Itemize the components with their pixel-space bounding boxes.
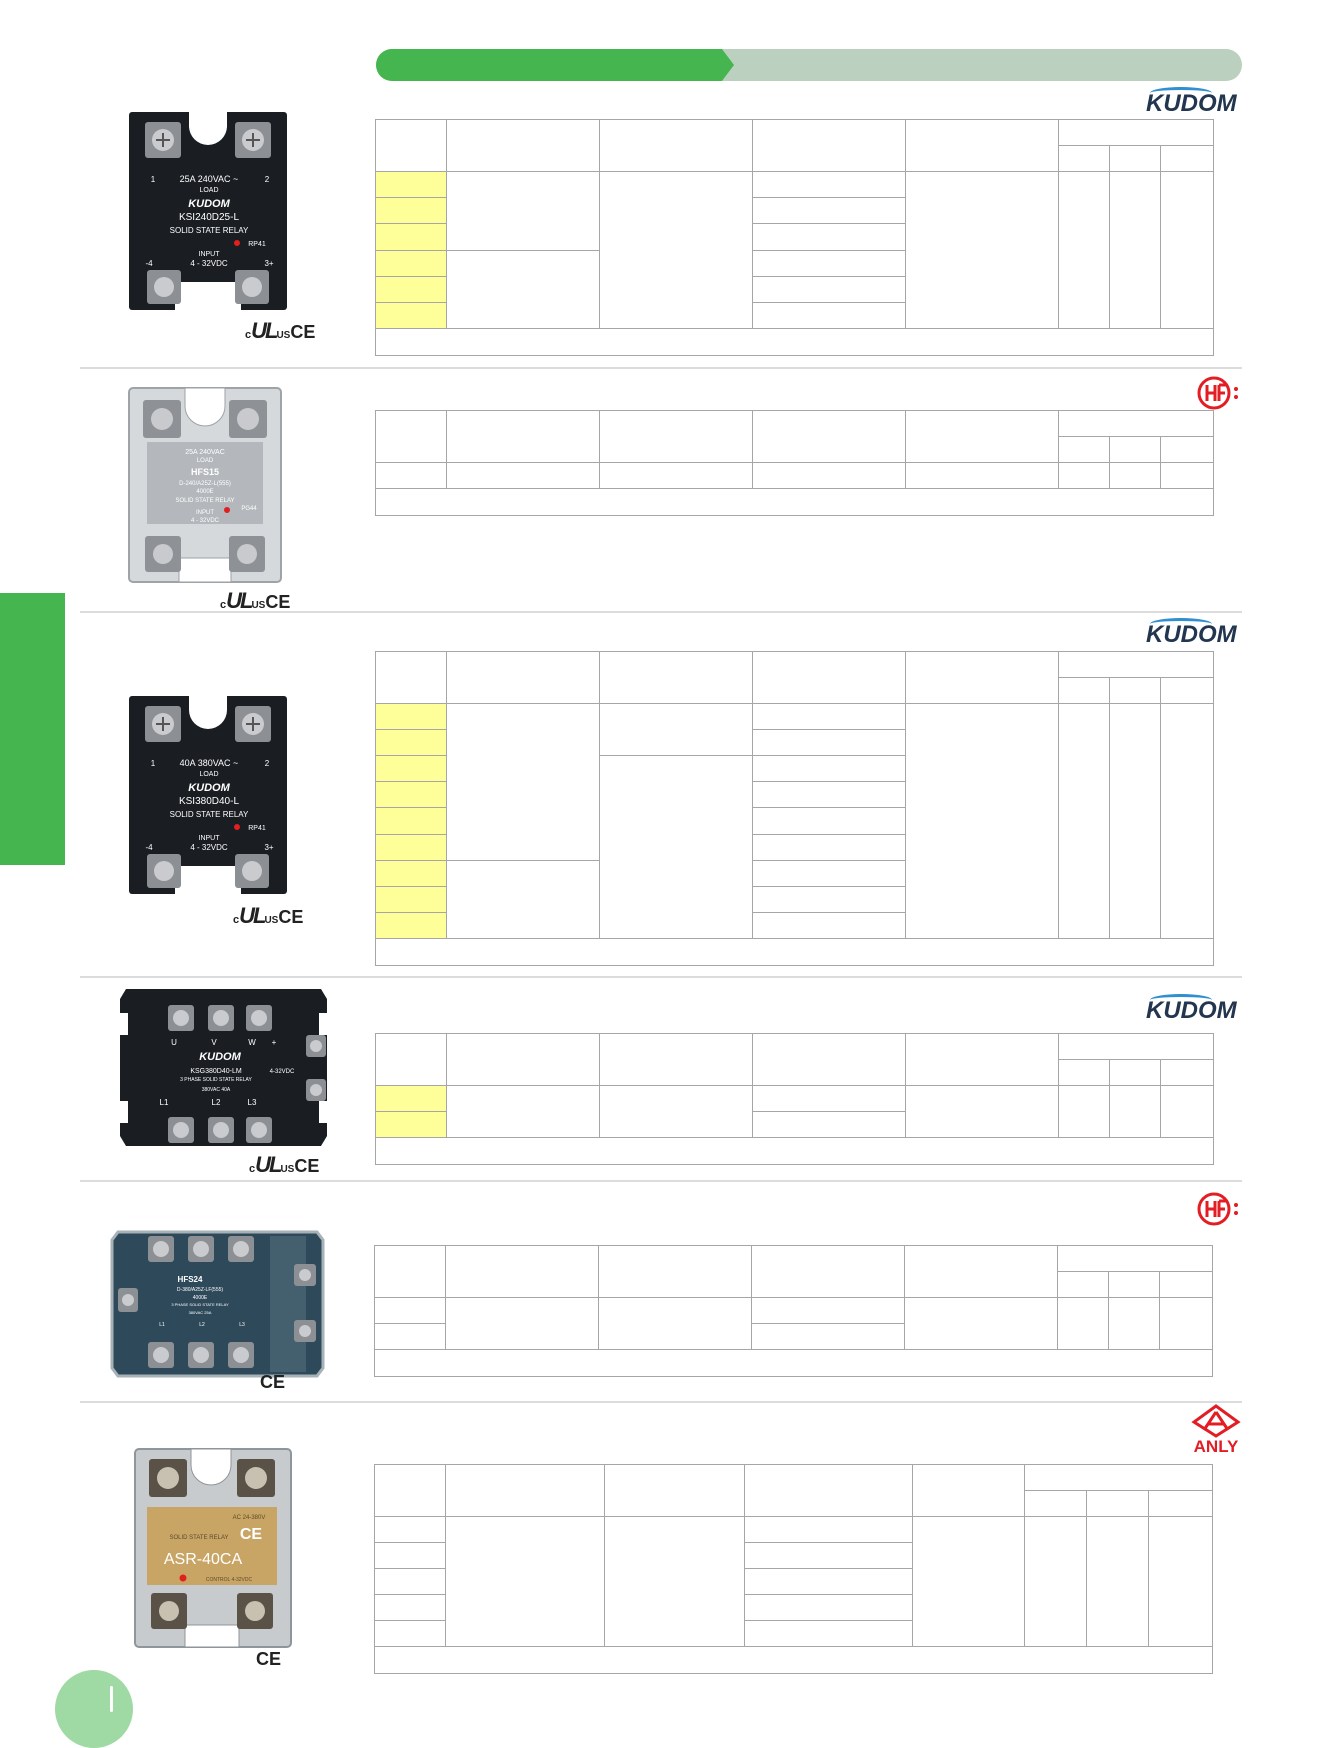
relay-control-text: CONTROL 4-32VDC (206, 1577, 253, 1583)
terminal-label: + (272, 1038, 277, 1047)
hfs15-relay-image: 25A 240VAC LOAD HFS15 D-240/A25Z-L(555) … (128, 387, 282, 583)
relay-brand-text: KUDOM (199, 1051, 241, 1063)
relay-rating-text: 380VAC 25A (189, 1310, 212, 1315)
terminal-label: -4 (145, 843, 153, 852)
load-text: LOAD (199, 187, 218, 194)
terminal-label: 3+ (264, 843, 273, 852)
ksg380-relay-image: U V W + KUDOM KSG380D40-LM 4-32VDC 3 PHA… (116, 989, 331, 1146)
section-divider (80, 1180, 1242, 1182)
ce-cert-mark: CE (256, 1649, 282, 1669)
input-text: INPUT (196, 510, 214, 516)
relay-type-text: SOLID STATE RELAY (175, 498, 234, 504)
relay-type-text: 3 PHASE SOLID STATE RELAY (171, 1302, 229, 1307)
input-range-text: 4 - 32VDC (191, 518, 220, 524)
anly-wordmark: ANLY (1193, 1437, 1239, 1456)
ksi240-relay-image: 1 2 25A 240VAC ~ LOAD KUDOM KSI240D25-L … (129, 112, 287, 310)
spec-table-asr40 (373, 1464, 1214, 1674)
section-divider (80, 367, 1242, 369)
input-text: INPUT (199, 835, 221, 842)
spec-table-ksi380 (374, 650, 1215, 967)
terminal-label: L2 (212, 1098, 221, 1107)
relay-part-text: D-240/A25Z-L(555) (179, 481, 231, 487)
ce-cert-mark: CE (260, 1372, 286, 1392)
anly-emblem-icon (1191, 1404, 1241, 1438)
anly-logo: ANLY (1190, 1404, 1242, 1456)
kudom-logo: KUDOM (1146, 994, 1242, 1025)
relay-code-text: 4000E (193, 1295, 208, 1301)
input-range-text: 4 - 32VDC (190, 259, 228, 268)
hfs24-relay-image: HFS24 D-380/A25Z-LF(555) 4000E 3 PHASE S… (110, 1230, 325, 1378)
section-divider (80, 976, 1242, 978)
relay-model-text: ASR-40CA (164, 1551, 243, 1568)
relay-code-text: RP41 (248, 241, 266, 248)
terminal-label: L2 (199, 1322, 205, 1328)
header-bar (376, 49, 1242, 81)
load-rating-text: 40A 380VAC ~ (180, 758, 239, 768)
relay-model-text: KSI380D40-L (179, 796, 239, 807)
relay-code-text: 4000E (196, 489, 213, 495)
terminal-label: W (248, 1038, 256, 1047)
relay-type-text: 3 PHASE SOLID STATE RELAY (180, 1077, 252, 1083)
load-text: LOAD (197, 458, 214, 464)
spec-table-hfs24 (373, 1245, 1214, 1377)
spec-table-ksi240 (374, 118, 1215, 357)
terminal-label: L1 (160, 1098, 169, 1107)
relay-code-text: PG44 (241, 506, 257, 512)
terminal-label: L3 (239, 1322, 245, 1328)
kudom-logo: KUDOM (1146, 87, 1242, 118)
load-rating-text: 25A 240VAC ~ (180, 174, 239, 184)
ul-ce-cert-mark: cULUSCE (245, 318, 316, 343)
input-range-text: 4 - 32VDC (190, 843, 228, 852)
relay-model-text: HFS15 (191, 467, 219, 477)
kudom-logo: KUDOM (1146, 618, 1242, 649)
hf-logo (1197, 376, 1238, 410)
relay-type-text: SOLID STATE RELAY (170, 810, 249, 819)
relay-model-text: KSG380D40-LM (190, 1068, 242, 1075)
relay-top-text: AC 24-380V (233, 1515, 266, 1521)
page-number-circle (55, 1670, 133, 1748)
input-range-text: 4-32VDC (270, 1069, 295, 1075)
header-bar-fill (376, 49, 722, 81)
ul-ce-cert-mark: cULUSCE (249, 1152, 320, 1177)
terminal-label: L3 (248, 1098, 257, 1107)
relay-type-text: SOLID STATE RELAY (170, 226, 249, 235)
spec-table-ksg380 (374, 1033, 1215, 1165)
relay-part-text: D-380/A25Z-LF(555) (177, 1287, 223, 1293)
ul-ce-cert-mark: cULUSCE (220, 588, 291, 613)
terminal-label: U (171, 1038, 177, 1047)
relay-code-text: RP41 (248, 825, 266, 832)
side-tab (0, 593, 65, 865)
ksi380-relay-image: 1 2 40A 380VAC ~ LOAD KUDOM KSI380D40-L … (129, 696, 287, 894)
section-divider (80, 1401, 1242, 1403)
relay-ce-text: CE (240, 1526, 263, 1543)
header-bar-arrow (722, 49, 734, 81)
terminal-label: -4 (145, 259, 153, 268)
load-text: LOAD (199, 771, 218, 778)
spec-table-hfs15 (374, 410, 1215, 516)
terminal-label: 1 (151, 175, 156, 184)
terminal-label: L1 (159, 1322, 165, 1328)
load-rating-text: 25A 240VAC (185, 449, 225, 456)
terminal-label: 2 (265, 175, 270, 184)
asr40-relay-image: AC 24-380V CE SOLID STATE RELAY ASR-40CA… (134, 1448, 292, 1648)
relay-brand-text: KUDOM (188, 198, 230, 210)
section-divider (80, 611, 1242, 613)
terminal-label: 1 (151, 759, 156, 768)
terminal-label: 2 (265, 759, 270, 768)
relay-model-text: KSI240D25-L (179, 212, 239, 223)
ul-ce-cert-mark: cULUSCE (233, 903, 304, 928)
terminal-label: V (211, 1038, 217, 1047)
terminal-label: 3+ (264, 259, 273, 268)
hf-logo (1197, 1192, 1238, 1226)
relay-rating-text: 380VAC 40A (202, 1087, 231, 1093)
relay-brand-text: KUDOM (188, 782, 230, 794)
input-text: INPUT (199, 251, 221, 258)
relay-model-text: HFS24 (178, 1275, 203, 1284)
relay-type-text: SOLID STATE RELAY (169, 1535, 228, 1541)
